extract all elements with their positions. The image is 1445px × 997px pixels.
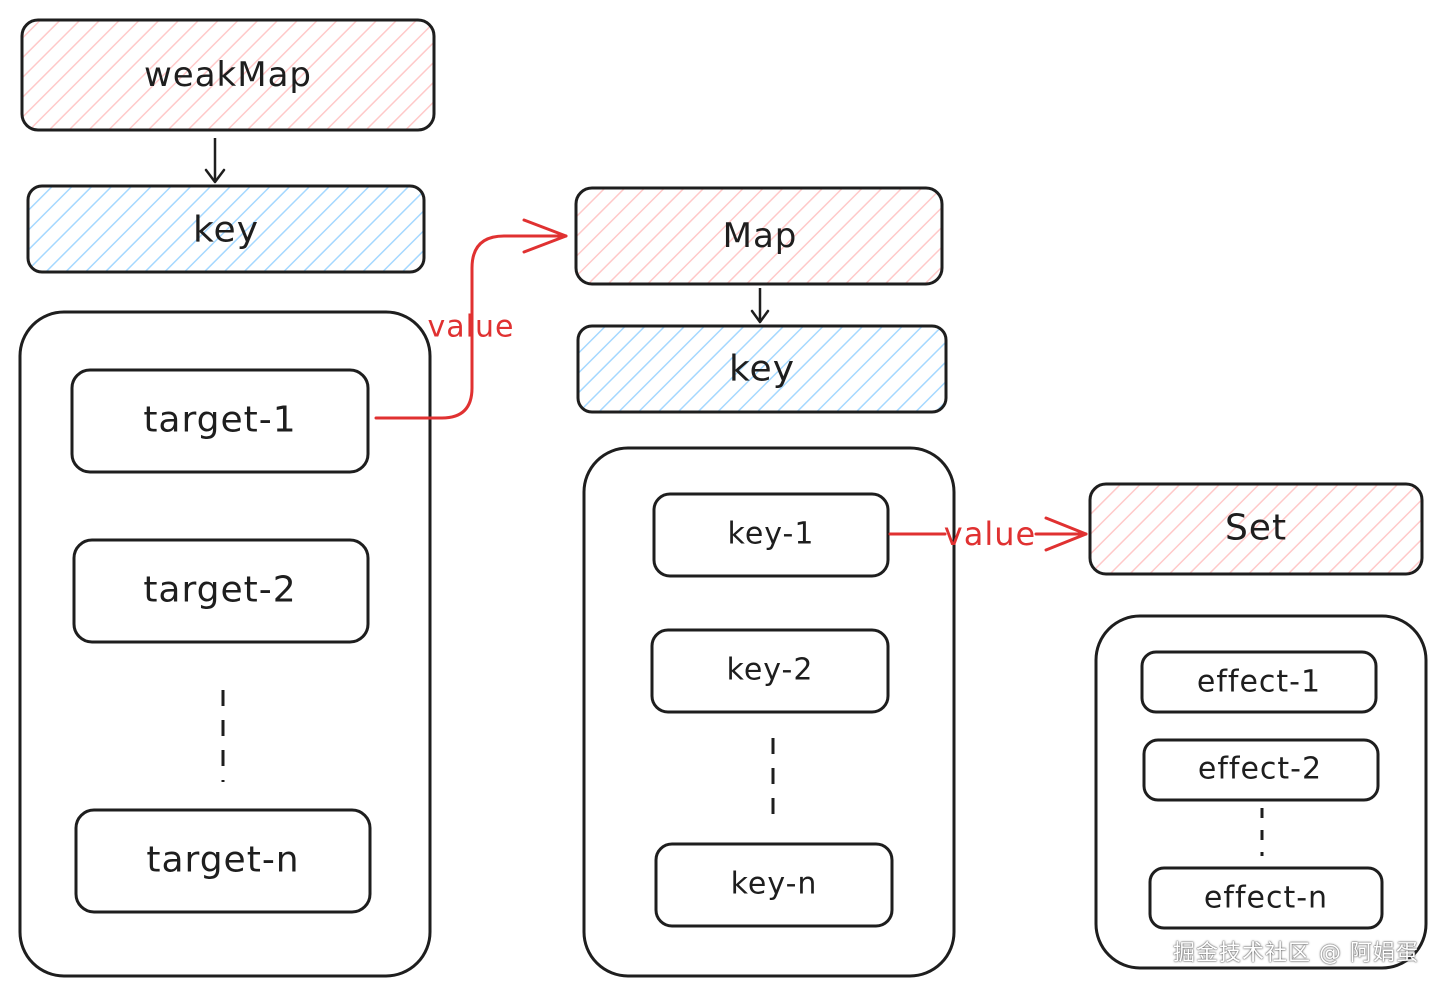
effects-container (1094, 614, 1428, 970)
map-node: Map (574, 186, 944, 286)
key-2-label: key-2 (727, 653, 814, 688)
key-n-node: key-n (654, 842, 894, 928)
target-1-label: target-1 (143, 400, 296, 441)
target-n-label: target-n (146, 840, 299, 881)
key-1-node: key-1 (652, 492, 890, 578)
arrow-target1-to-map (374, 218, 568, 420)
weakmap-key-node: key (26, 184, 426, 274)
target-1-node: target-1 (70, 368, 370, 474)
target-n-node: target-n (74, 808, 372, 914)
effect-n-label: effect-n (1204, 881, 1328, 916)
key-n-label: key-n (731, 867, 818, 902)
map-key-node: key (576, 324, 948, 414)
effect-1-label: effect-1 (1197, 665, 1321, 700)
effect-n-node: effect-n (1148, 866, 1384, 930)
value-label-2: value (944, 515, 1036, 553)
watermark: 掘金技术社区 @ 阿娟蛋 (1173, 941, 1419, 966)
map-label: Map (723, 216, 798, 256)
weakmap-node: weakMap (20, 18, 436, 132)
weakmap-key-label: key (193, 210, 259, 251)
key-1-label: key-1 (728, 517, 815, 552)
arrow-key1-to-set (888, 516, 1088, 552)
target-2-node: target-2 (72, 538, 370, 644)
value-label-1: value (428, 310, 515, 345)
keys-container (582, 446, 956, 978)
arrow-map-to-key (750, 288, 770, 324)
map-key-label: key (729, 349, 795, 390)
effect-2-label: effect-2 (1198, 752, 1322, 787)
target-2-label: target-2 (143, 570, 296, 611)
weakmap-label: weakMap (144, 55, 312, 95)
targets-container (18, 310, 432, 978)
arrow-weakmap-to-key (204, 138, 226, 184)
effect-2-node: effect-2 (1142, 738, 1380, 802)
key-2-node: key-2 (650, 628, 890, 714)
set-label: Set (1225, 508, 1287, 549)
effect-1-node: effect-1 (1140, 650, 1378, 714)
set-node: Set (1088, 482, 1424, 576)
